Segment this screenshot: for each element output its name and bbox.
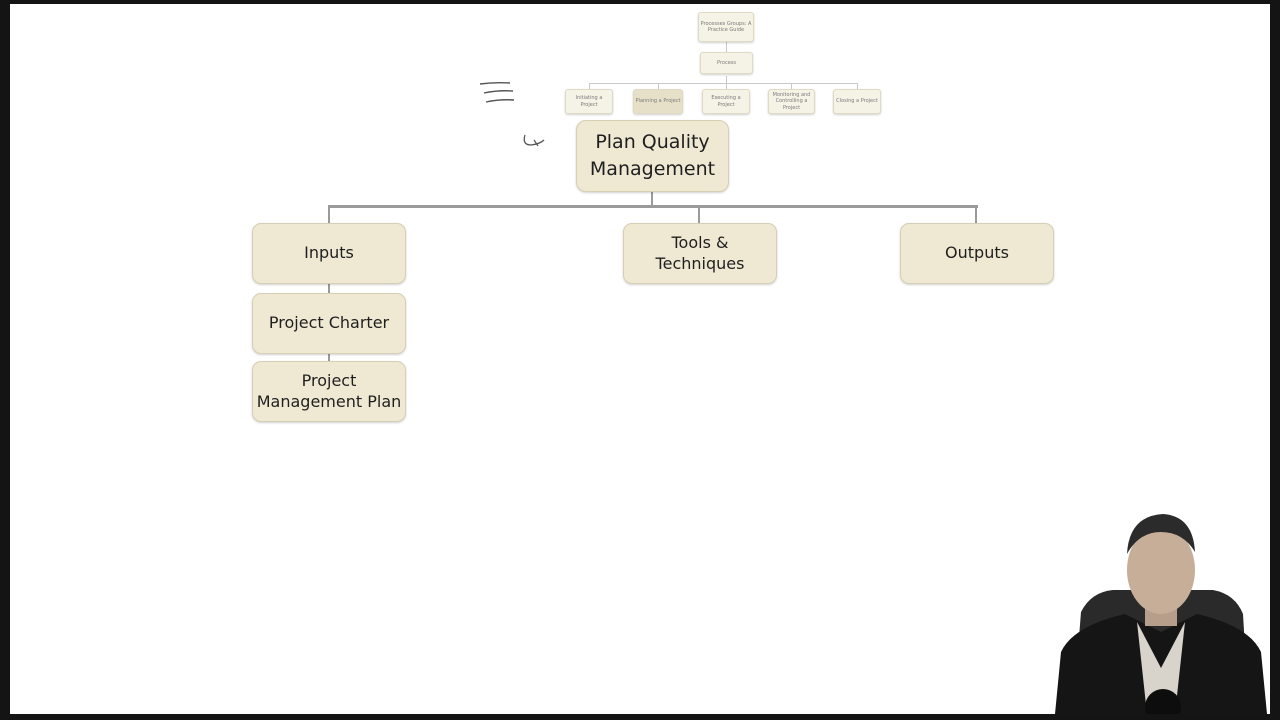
ink-stroke: [533, 139, 539, 147]
nav-connector: [658, 83, 659, 89]
nav-connector: [726, 41, 727, 56]
main-connector: [328, 205, 978, 208]
nav-group-label: Closing a Project: [836, 98, 878, 105]
nav-group-label: Monitoring and Controlling a Project: [772, 92, 811, 111]
nav-group-initiating[interactable]: Initiating a Project: [565, 89, 613, 114]
presenter-head: [1127, 526, 1195, 614]
inputs-box[interactable]: Inputs: [252, 223, 406, 284]
presenter-hair: [1127, 514, 1195, 554]
nav-process-box[interactable]: Process: [700, 52, 753, 74]
nav-connector: [589, 83, 590, 89]
nav-group-label: Planning a Project: [635, 98, 681, 105]
nav-connector: [589, 83, 858, 84]
ink-stroke: [523, 134, 545, 146]
ink-stroke: [483, 90, 514, 94]
main-connector: [975, 205, 977, 223]
main-process-title: Plan Quality Management: [589, 131, 716, 180]
nav-group-monitoring[interactable]: Monitoring and Controlling a Project: [768, 89, 815, 114]
tools-techniques-label: Tools & Techniques: [655, 232, 745, 273]
nav-connector: [857, 83, 858, 89]
nav-process-label: Process: [717, 59, 736, 66]
nav-connector: [791, 83, 792, 89]
nav-connector: [726, 76, 727, 84]
main-connector: [651, 192, 653, 207]
main-connector: [328, 205, 330, 223]
presenter-body: [1055, 614, 1267, 714]
inputs-label: Inputs: [304, 243, 354, 263]
ink-stroke: [485, 99, 515, 103]
main-connector: [698, 205, 700, 223]
input-item-label: Project Charter: [268, 313, 390, 333]
input-item-project-charter[interactable]: Project Charter: [252, 293, 406, 354]
ink-stroke: [479, 81, 511, 85]
nav-group-label: Initiating a Project: [575, 95, 603, 108]
inputs-connector: [328, 283, 330, 295]
input-item-project-management-plan[interactable]: Project Management Plan: [252, 361, 406, 422]
presenter-video: [1055, 514, 1267, 714]
nav-root-box[interactable]: Processes Groups: A Practice Guide: [698, 12, 754, 42]
nav-group-planning[interactable]: Planning a Project: [633, 89, 683, 114]
main-process-box[interactable]: Plan Quality Management: [576, 120, 729, 192]
presenter-shirt: [1137, 622, 1185, 714]
microphone: [1145, 689, 1181, 714]
nav-group-closing[interactable]: Closing a Project: [833, 89, 881, 114]
inputs-connector: [328, 353, 330, 363]
outputs-label: Outputs: [945, 243, 1009, 263]
nav-group-executing[interactable]: Executing a Project: [702, 89, 750, 114]
slide: Processes Groups: A Practice Guide Proce…: [10, 4, 1270, 714]
outputs-box[interactable]: Outputs: [900, 223, 1054, 284]
input-item-label: Project Management Plan: [256, 370, 402, 411]
nav-root-label: Processes Groups: A Practice Guide: [700, 20, 752, 33]
nav-group-label: Executing a Project: [711, 95, 741, 108]
nav-connector: [726, 83, 727, 89]
tools-techniques-box[interactable]: Tools & Techniques: [623, 223, 777, 284]
